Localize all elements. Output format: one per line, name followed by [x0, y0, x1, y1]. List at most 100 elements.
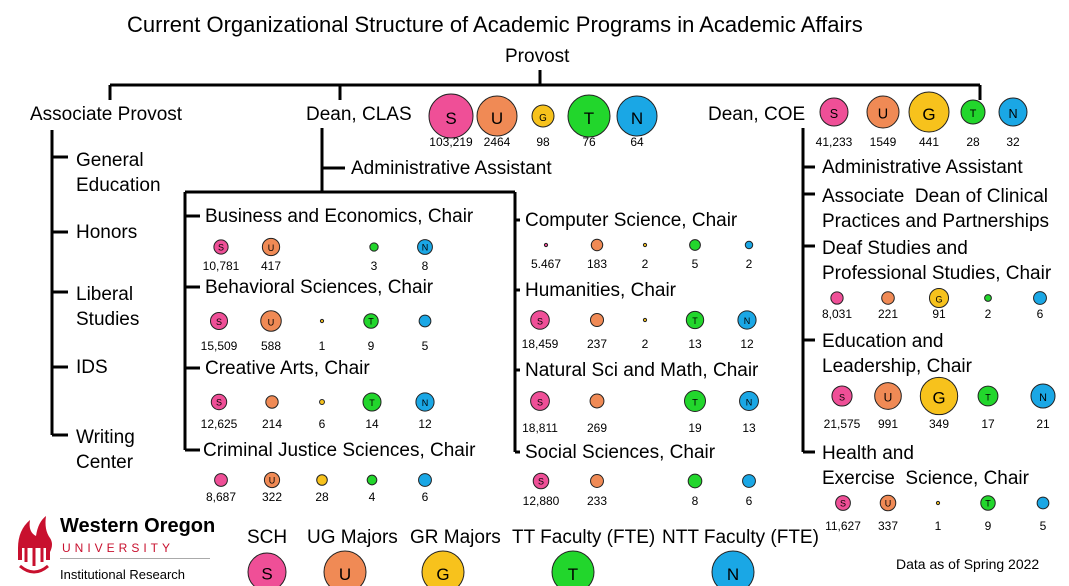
criminal-justice-u-bubble-letter: U [269, 476, 276, 486]
dean-clas-g-bubble-letter: G [539, 113, 547, 124]
legend-label-ug-majors: UG Majors [307, 527, 398, 548]
humanities-t-value: 13 [688, 337, 702, 351]
humanities-g-value: 2 [642, 337, 649, 351]
legend-g-bubble-letter: G [436, 565, 449, 584]
node-deaf-studies: Deaf Studies and Professional Studies, C… [822, 238, 1052, 284]
deaf-studies-s-value: 8,031 [822, 307, 852, 321]
dean-coe-s-value: 41,233 [816, 135, 853, 149]
node-ids: IDS [76, 357, 108, 378]
legend-label-tt-faculty: TT Faculty (FTE) [512, 527, 656, 548]
dean-clas-n-bubble-letter: N [631, 109, 643, 128]
behavioral-sciences-s-bubble-letter: S [216, 317, 222, 327]
natural-sci-math-s-bubble-letter: S [537, 397, 543, 407]
education-leadership-g-bubble [919, 376, 959, 416]
deaf-studies-t-bubble [984, 294, 992, 302]
dean-coe-u-value: 1549 [870, 135, 897, 149]
health-exercise-g-value: 1 [935, 519, 942, 533]
creative-arts-u-bubble [265, 395, 279, 409]
humanities-s-bubble-letter: S [537, 316, 543, 326]
health-exercise-s-bubble-letter: S [840, 499, 846, 509]
node-dean-clas: Dean, CLAS [306, 104, 412, 125]
creative-arts-s-bubble-letter: S [216, 398, 222, 408]
legend-u-bubble-letter: U [339, 565, 351, 584]
dean-coe-u-bubble-letter: U [878, 107, 888, 123]
humanities-u-value: 237 [587, 337, 607, 351]
education-leadership-g-value: 349 [929, 417, 949, 431]
health-exercise-t-bubble-letter: T [985, 499, 991, 509]
node-dean-coe: Dean, COE [708, 104, 806, 125]
computer-science-n-bubble [744, 240, 754, 250]
dean-coe-g-bubble-letter: G [922, 105, 935, 124]
behavioral-sciences-t-value: 9 [368, 339, 375, 353]
node-clas-admin-assistant: Administrative Assistant [351, 158, 552, 179]
computer-science-u-bubble [590, 238, 604, 252]
computer-science-g-bubble [642, 242, 648, 248]
criminal-justice-u-value: 322 [262, 490, 282, 504]
dean-clas-u-value: 2464 [484, 135, 511, 149]
health-exercise-g-bubble [935, 500, 941, 506]
natural-sci-math-t-value: 19 [688, 421, 702, 435]
health-exercise-u-value: 337 [878, 519, 898, 533]
education-leadership-s-bubble-letter: S [839, 393, 845, 403]
dean-clas-s-bubble [428, 93, 474, 139]
education-leadership-t-value: 17 [981, 417, 995, 431]
humanities-g-bubble [642, 317, 648, 323]
deaf-studies-n-value: 6 [1037, 307, 1044, 321]
health-exercise-u-bubble-letter: U [885, 499, 892, 509]
node-provost: Provost [505, 46, 570, 67]
behavioral-sciences-u-bubble-letter: U [268, 318, 275, 328]
natural-sci-math-t-bubble-letter: T [692, 398, 698, 409]
behavioral-sciences-s-value: 15,509 [201, 339, 238, 353]
health-exercise-n-value: 5 [1040, 519, 1047, 533]
node-creative-arts: Creative Arts, Chair [205, 358, 370, 379]
education-leadership-n-bubble-letter: N [1039, 392, 1047, 404]
dean-clas-t-bubble-letter: T [584, 109, 594, 128]
creative-arts-g-bubble [319, 399, 325, 405]
node-business-economics: Business and Economics, Chair [205, 206, 474, 227]
criminal-justice-s-bubble [214, 473, 228, 487]
logo-name: Western Oregon [60, 515, 216, 537]
natural-sci-math-s-bubble [530, 391, 550, 411]
criminal-justice-t-bubble [366, 474, 378, 486]
business-economics-t-bubble [369, 242, 379, 252]
legend-g-bubble [421, 550, 465, 586]
natural-sci-math-u-bubble [589, 393, 605, 409]
social-sciences-u-bubble [590, 474, 604, 488]
node-coe-admin-assistant: Administrative Assistant [822, 157, 1023, 178]
criminal-justice-g-bubble [316, 474, 328, 486]
legend-label-sch: SCH [247, 527, 288, 548]
page-title: Current Organizational Structure of Acad… [127, 12, 863, 37]
humanities-t-bubble [685, 310, 705, 330]
creative-arts-u-value: 214 [262, 417, 282, 431]
criminal-justice-g-value: 28 [315, 490, 329, 504]
deaf-studies-t-value: 2 [985, 307, 992, 321]
dean-clas-n-bubble [616, 95, 658, 137]
humanities-t-bubble-letter: T [692, 316, 698, 326]
education-leadership-t-bubble [977, 385, 999, 407]
node-general-education: General Education [76, 150, 161, 196]
behavioral-sciences-u-bubble [260, 310, 282, 332]
computer-science-s-bubble [543, 242, 549, 248]
social-sciences-u-value: 233 [587, 494, 607, 508]
logo-divider [60, 558, 210, 559]
node-social-sciences: Social Sciences, Chair [525, 442, 716, 463]
node-computer-science: Computer Science, Chair [525, 210, 738, 231]
natural-sci-math-u-value: 269 [587, 421, 607, 435]
education-leadership-u-bubble [874, 382, 902, 410]
deaf-studies-g-value: 91 [932, 307, 946, 321]
education-leadership-u-value: 991 [878, 417, 898, 431]
legend-t-bubble [551, 550, 595, 586]
node-associate-provost: Associate Provost [30, 104, 183, 125]
deaf-studies-u-bubble [881, 291, 895, 305]
dean-clas-u-bubble-letter: U [491, 109, 503, 128]
behavioral-sciences-u-value: 588 [261, 339, 281, 353]
social-sciences-n-value: 6 [746, 494, 753, 508]
deaf-studies-s-bubble [830, 291, 844, 305]
node-behavioral-sciences: Behavioral Sciences, Chair [205, 277, 434, 298]
legend-n-bubble [711, 550, 755, 586]
dean-coe-s-bubble-letter: S [830, 107, 838, 121]
legend-u-bubble [323, 550, 367, 586]
computer-science-g-value: 2 [642, 257, 649, 271]
